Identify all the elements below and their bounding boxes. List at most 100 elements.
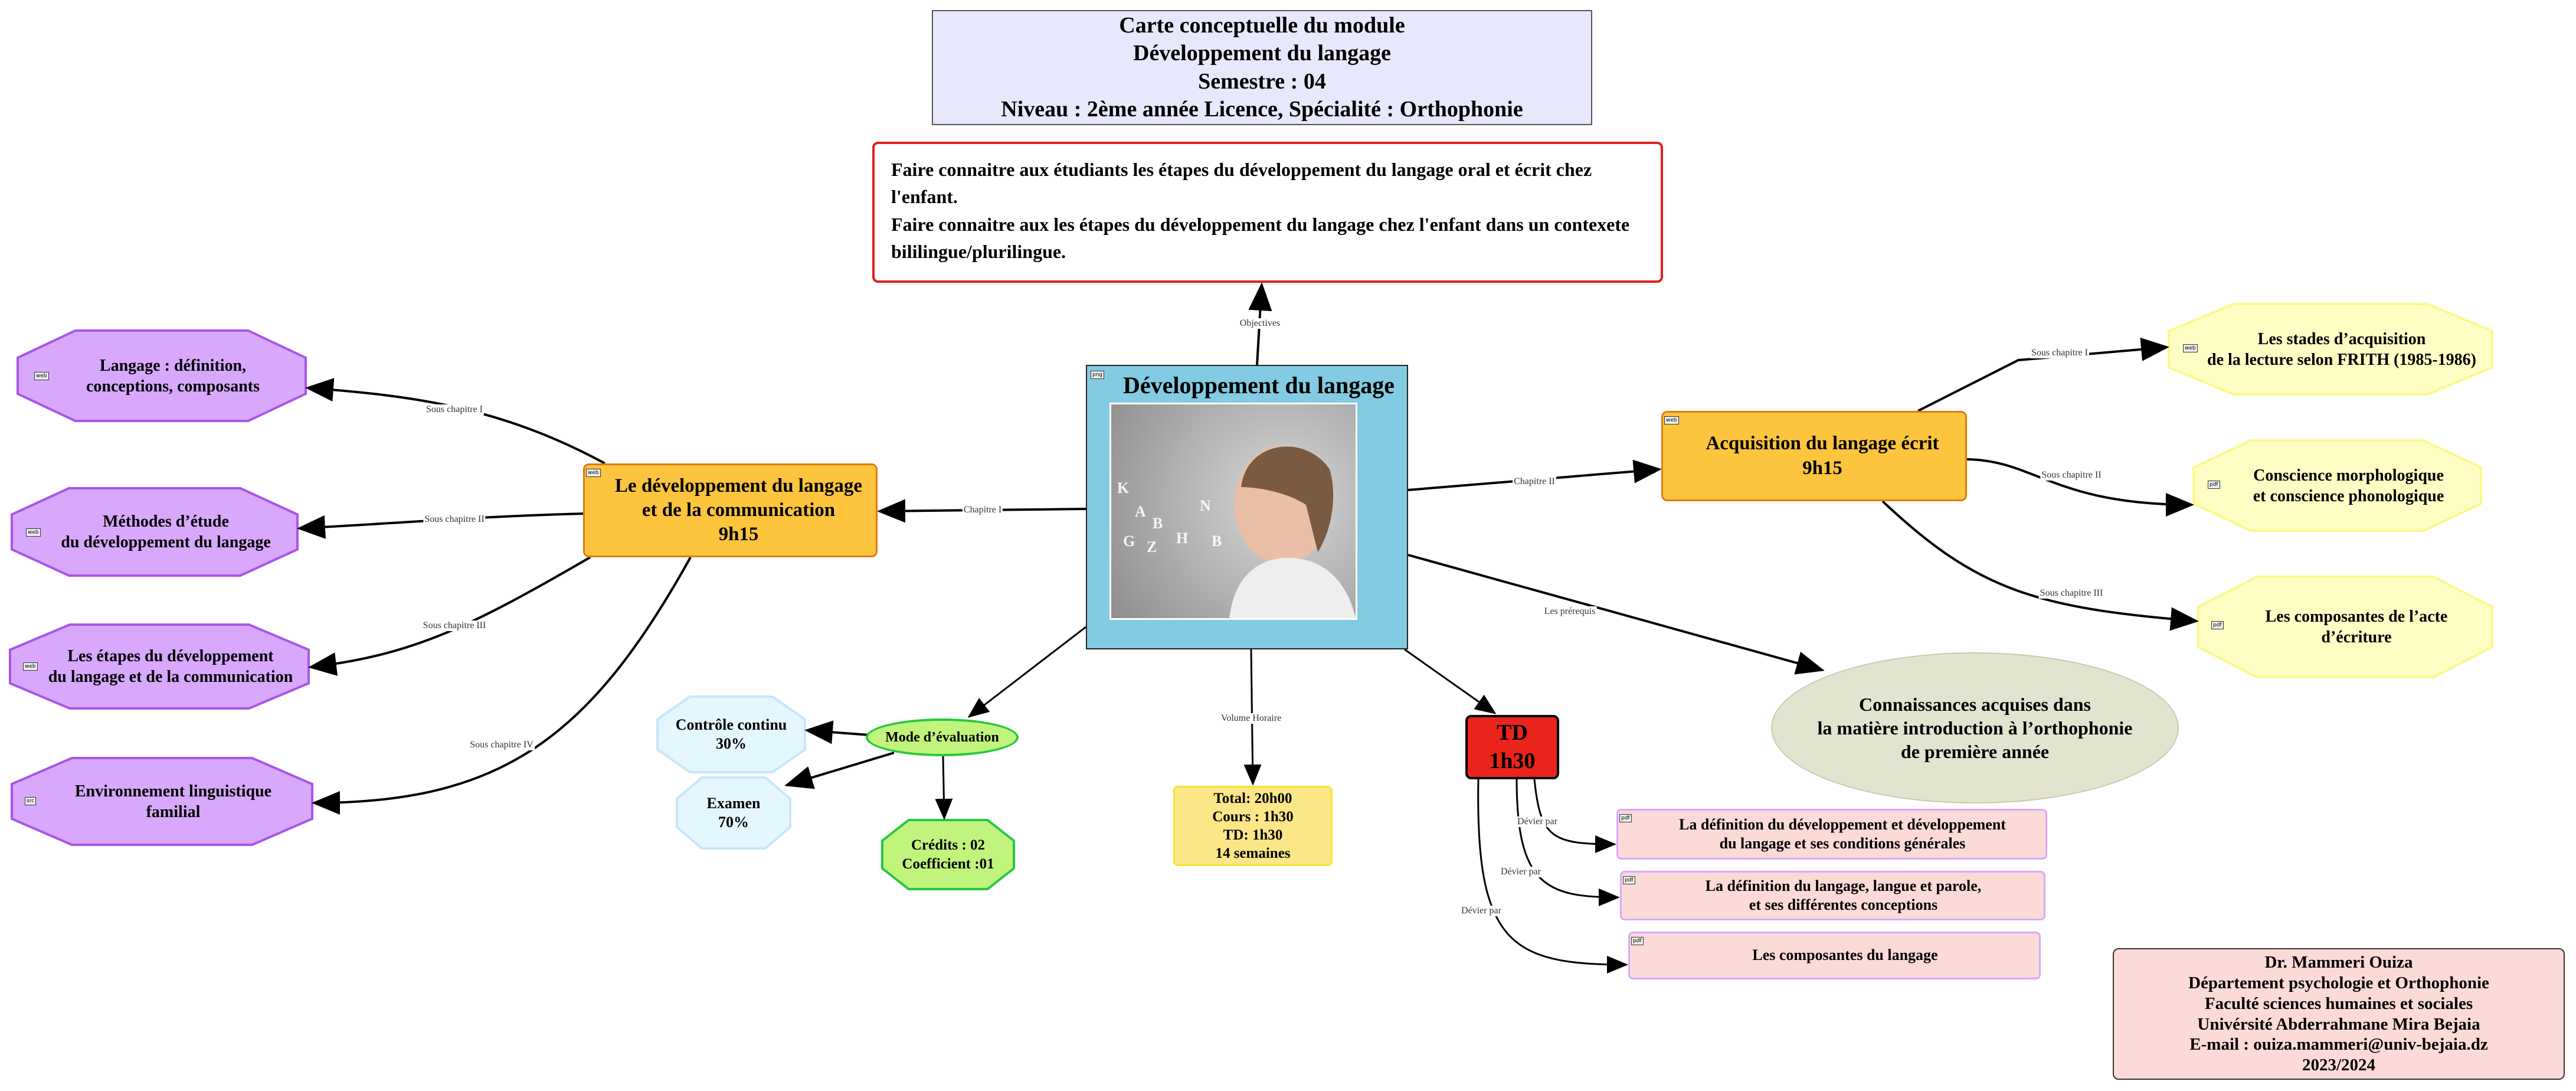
author-line: Dr. Mammeri Ouiza bbox=[2264, 953, 2413, 972]
examen-node[interactable]: Examen 70% bbox=[677, 778, 790, 848]
author-info-box: Dr. Mammeri Ouiza Département psychologi… bbox=[2113, 948, 2565, 1080]
pdf-attachment-icon[interactable]: pdf bbox=[2208, 481, 2220, 489]
author-line: Département psychologie et Orthophonie bbox=[2188, 973, 2489, 992]
svg-text:A: A bbox=[1135, 503, 1146, 520]
edge-label-prerequis: Les prérequis bbox=[1543, 606, 1597, 617]
chapter1-sub-3[interactable]: web Les étapes du développement du langa… bbox=[10, 625, 309, 708]
web-attachment-icon[interactable]: web bbox=[1664, 416, 1679, 424]
svg-text:B: B bbox=[1153, 515, 1163, 532]
objectives-box[interactable]: Faire connaitre aux étudiants les étapes… bbox=[872, 142, 1663, 283]
author-line: Univérsité Abderrahmane Mira Bejaia bbox=[2197, 1014, 2480, 1034]
chapter2-line: 9h15 bbox=[1802, 457, 1842, 479]
node-line: Les composantes de l’acte d’écriture bbox=[2265, 607, 2448, 646]
web-attachment-icon[interactable]: web bbox=[586, 469, 601, 477]
edge-sc4 bbox=[312, 557, 692, 815]
web-attachment-icon[interactable]: web bbox=[34, 372, 49, 380]
edge-td bbox=[1404, 648, 1497, 714]
node-line: de première année bbox=[1900, 741, 2050, 762]
prerequisites-node[interactable]: Connaissances acquises dans la matière i… bbox=[1771, 652, 2179, 803]
node-line: Crédits : 02 bbox=[911, 837, 985, 854]
edge-controle bbox=[804, 720, 870, 744]
octagon-shape bbox=[2192, 439, 2482, 532]
node-line: Conscience morphologique bbox=[2253, 466, 2444, 485]
author-email[interactable]: E-mail : ouiza.mammeri@univ-bejaia.dz bbox=[2189, 1035, 2488, 1054]
chapter2-sub-1[interactable]: web Les stades d’acquisition de la lectu… bbox=[2169, 304, 2492, 394]
edge-label-sc2: Sous chapitre II bbox=[423, 514, 486, 525]
node-line: 70% bbox=[718, 814, 749, 831]
node-line: Total: 20h00 bbox=[1213, 790, 1292, 806]
svg-text:K: K bbox=[1117, 479, 1130, 496]
pdf-attachment-icon[interactable]: pdf bbox=[2211, 621, 2224, 629]
web-attachment-icon[interactable]: web bbox=[23, 662, 38, 671]
chapter1-line: Le développement du langage bbox=[615, 475, 862, 496]
pdf-attachment-icon[interactable]: pdf bbox=[1631, 937, 1644, 945]
octagon-shape bbox=[881, 819, 1015, 890]
title-line: Carte conceptuelle du module bbox=[1119, 12, 1405, 38]
pdf-attachment-icon[interactable]: pdf bbox=[1623, 876, 1635, 884]
octagon-shape bbox=[11, 757, 313, 846]
edge-td-3 bbox=[1477, 779, 1628, 974]
title-line: Développement du langage bbox=[1133, 41, 1391, 66]
octagon-shape bbox=[676, 776, 791, 850]
node-line: Les étapes du développement bbox=[67, 647, 274, 665]
evaluation-node[interactable]: Mode d’évaluation bbox=[866, 718, 1019, 756]
credits-node[interactable]: Crédits : 02 Coefficient :01 bbox=[882, 820, 1014, 889]
chapter1-sub-1[interactable]: web Langage : définition, conceptions, c… bbox=[18, 331, 306, 421]
volume-horaire-node[interactable]: Total: 20h00 Cours : 1h30 TD: 1h30 14 se… bbox=[1173, 786, 1333, 866]
chapter1-node[interactable]: web Le développement du langage et de la… bbox=[583, 463, 878, 557]
octagon-shape bbox=[656, 695, 806, 773]
chapter2-sub-3[interactable]: pdf Les composantes de l’acte d’écriture bbox=[2198, 577, 2492, 677]
node-line: Les stades d’acquisition bbox=[2257, 329, 2426, 348]
chapter1-line: 9h15 bbox=[718, 524, 759, 546]
octagon-shape bbox=[11, 487, 299, 577]
octagon-shape bbox=[17, 329, 307, 422]
chapter1-line: et de la communication bbox=[641, 499, 836, 521]
node-line: du développement du langage bbox=[61, 533, 271, 551]
edge-sc2-2 bbox=[1966, 458, 2194, 517]
edge-sc3 bbox=[308, 556, 591, 676]
td-sub-1[interactable]: pdf La définition du développement et dé… bbox=[1616, 809, 2047, 860]
edge-label-sc2-2: Sous chapitre II bbox=[2040, 470, 2103, 481]
node-line: 30% bbox=[716, 735, 747, 752]
edge-label-sc4: Sous chapitre IV bbox=[469, 740, 535, 750]
edge-td-1 bbox=[1533, 779, 1616, 853]
edge-label-sc1: Sous chapitre I bbox=[425, 404, 484, 415]
edge-sc2-3 bbox=[1881, 500, 2199, 631]
td-sub-3[interactable]: pdf Les composantes du langage bbox=[1628, 932, 2041, 979]
node-line: la matière introduction à l’orthophonie bbox=[1817, 717, 2133, 739]
node-line: du langage et de la communication bbox=[48, 668, 293, 686]
pdf-attachment-icon[interactable]: pdf bbox=[1619, 814, 1632, 822]
octagon-shape bbox=[9, 623, 310, 710]
web-attachment-icon[interactable]: web bbox=[2183, 344, 2198, 352]
chapter2-sub-2[interactable]: pdf Conscience morphologique et conscien… bbox=[2194, 440, 2481, 531]
edge-label-sc2-3: Sous chapitre III bbox=[2038, 588, 2104, 599]
node-line: de la lecture selon FRITH (1985-1986) bbox=[2207, 350, 2476, 369]
node-line: et ses différentes conceptions bbox=[1749, 896, 1938, 913]
td-sub-2[interactable]: pdf La définition du langage, langue et … bbox=[1620, 871, 2045, 920]
edge-label-devier-3: Dévier par bbox=[1460, 906, 1503, 916]
edge-label-sc3: Sous chapitre III bbox=[421, 620, 487, 631]
node-line: Coefficient :01 bbox=[902, 855, 994, 872]
edge-examen bbox=[784, 752, 895, 789]
chapter1-sub-2[interactable]: web Méthodes d’étude du développement du… bbox=[12, 488, 297, 576]
edge-label-devier-2: Dévier par bbox=[1500, 867, 1542, 877]
node-line: La définition du langage, langue et paro… bbox=[1705, 877, 1982, 894]
title-line: Niveau : 2ème année Licence, Spécialité … bbox=[1001, 97, 1523, 122]
controle-continu-node[interactable]: Contrôle continu 30% bbox=[657, 697, 805, 772]
node-line: La définition du développement et dévelo… bbox=[1679, 815, 2006, 833]
node-line: Examen bbox=[706, 794, 761, 812]
chapter2-node[interactable]: web Acquisition du langage écrit 9h15 bbox=[1661, 411, 1967, 501]
author-line: Faculté sciences humaines et sociales bbox=[2204, 994, 2473, 1013]
td-node[interactable]: TD 1h30 bbox=[1465, 715, 1559, 779]
png-attachment-icon[interactable]: png bbox=[1091, 371, 1105, 379]
src-attachment-icon[interactable]: src bbox=[25, 797, 37, 805]
node-line: 14 semaines bbox=[1215, 845, 1291, 862]
web-attachment-icon[interactable]: web bbox=[26, 528, 41, 537]
svg-text:Z: Z bbox=[1147, 538, 1157, 556]
chapter1-sub-4[interactable]: src Environnement linguistique familial bbox=[12, 758, 312, 845]
central-title: Développement du langage bbox=[1123, 372, 1395, 398]
